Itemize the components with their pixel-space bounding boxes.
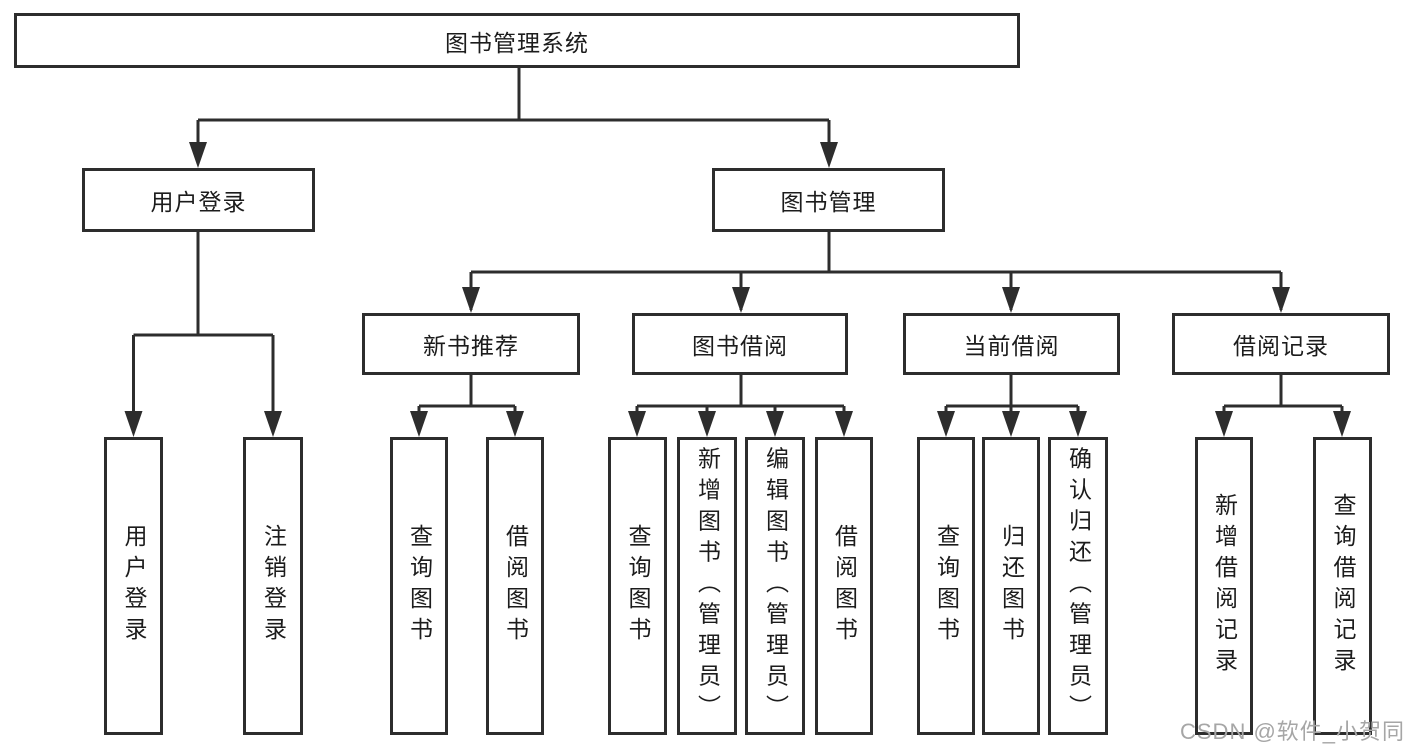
leaf-add-book-admin: 新增图书（管理员） <box>677 437 737 735</box>
node-user-login-branch: 用户登录 <box>82 168 315 232</box>
leaf-label: 新增图书（管理员） <box>694 446 721 726</box>
node-borrow-record: 借阅记录 <box>1172 313 1390 375</box>
leaf-query-book-3: 查询图书 <box>917 437 975 735</box>
leaf-label: 确认归还（管理员） <box>1065 446 1092 726</box>
leaf-label: 查询图书 <box>406 524 433 648</box>
leaf-user-login: 用户登录 <box>104 437 163 735</box>
leaf-label: 用户登录 <box>121 524 147 648</box>
leaf-label: 借阅图书 <box>831 524 858 648</box>
leaf-label: 查询借阅记录 <box>1330 493 1356 679</box>
leaf-borrow-book-2: 借阅图书 <box>815 437 873 735</box>
leaf-add-borrow-record: 新增借阅记录 <box>1195 437 1253 735</box>
node-book-borrow: 图书借阅 <box>632 313 848 375</box>
node-new-book-recommend: 新书推荐 <box>362 313 580 375</box>
leaf-label: 注销登录 <box>260 524 287 648</box>
leaf-label: 查询图书 <box>933 524 960 648</box>
node-book-management-branch: 图书管理 <box>712 168 945 232</box>
node-root-system: 图书管理系统 <box>14 13 1020 68</box>
leaf-query-borrow-record: 查询借阅记录 <box>1313 437 1372 735</box>
leaf-label: 查询图书 <box>625 524 651 648</box>
csdn-watermark: CSDN @软件_小贺同学 <box>1180 719 1405 744</box>
leaf-label: 新增借阅记录 <box>1211 493 1238 679</box>
node-current-borrow: 当前借阅 <box>903 313 1120 375</box>
leaf-label: 归还图书 <box>998 524 1025 648</box>
leaf-query-book-1: 查询图书 <box>390 437 448 735</box>
leaf-borrow-book-1: 借阅图书 <box>486 437 544 735</box>
leaf-logout: 注销登录 <box>243 437 303 735</box>
leaf-label: 借阅图书 <box>502 524 529 648</box>
leaf-query-book-2: 查询图书 <box>608 437 667 735</box>
leaf-edit-book-admin: 编辑图书（管理员） <box>745 437 805 735</box>
leaf-label: 编辑图书（管理员） <box>762 446 789 726</box>
leaf-return-book: 归还图书 <box>982 437 1040 735</box>
leaf-confirm-return-admin: 确认归还（管理员） <box>1048 437 1108 735</box>
